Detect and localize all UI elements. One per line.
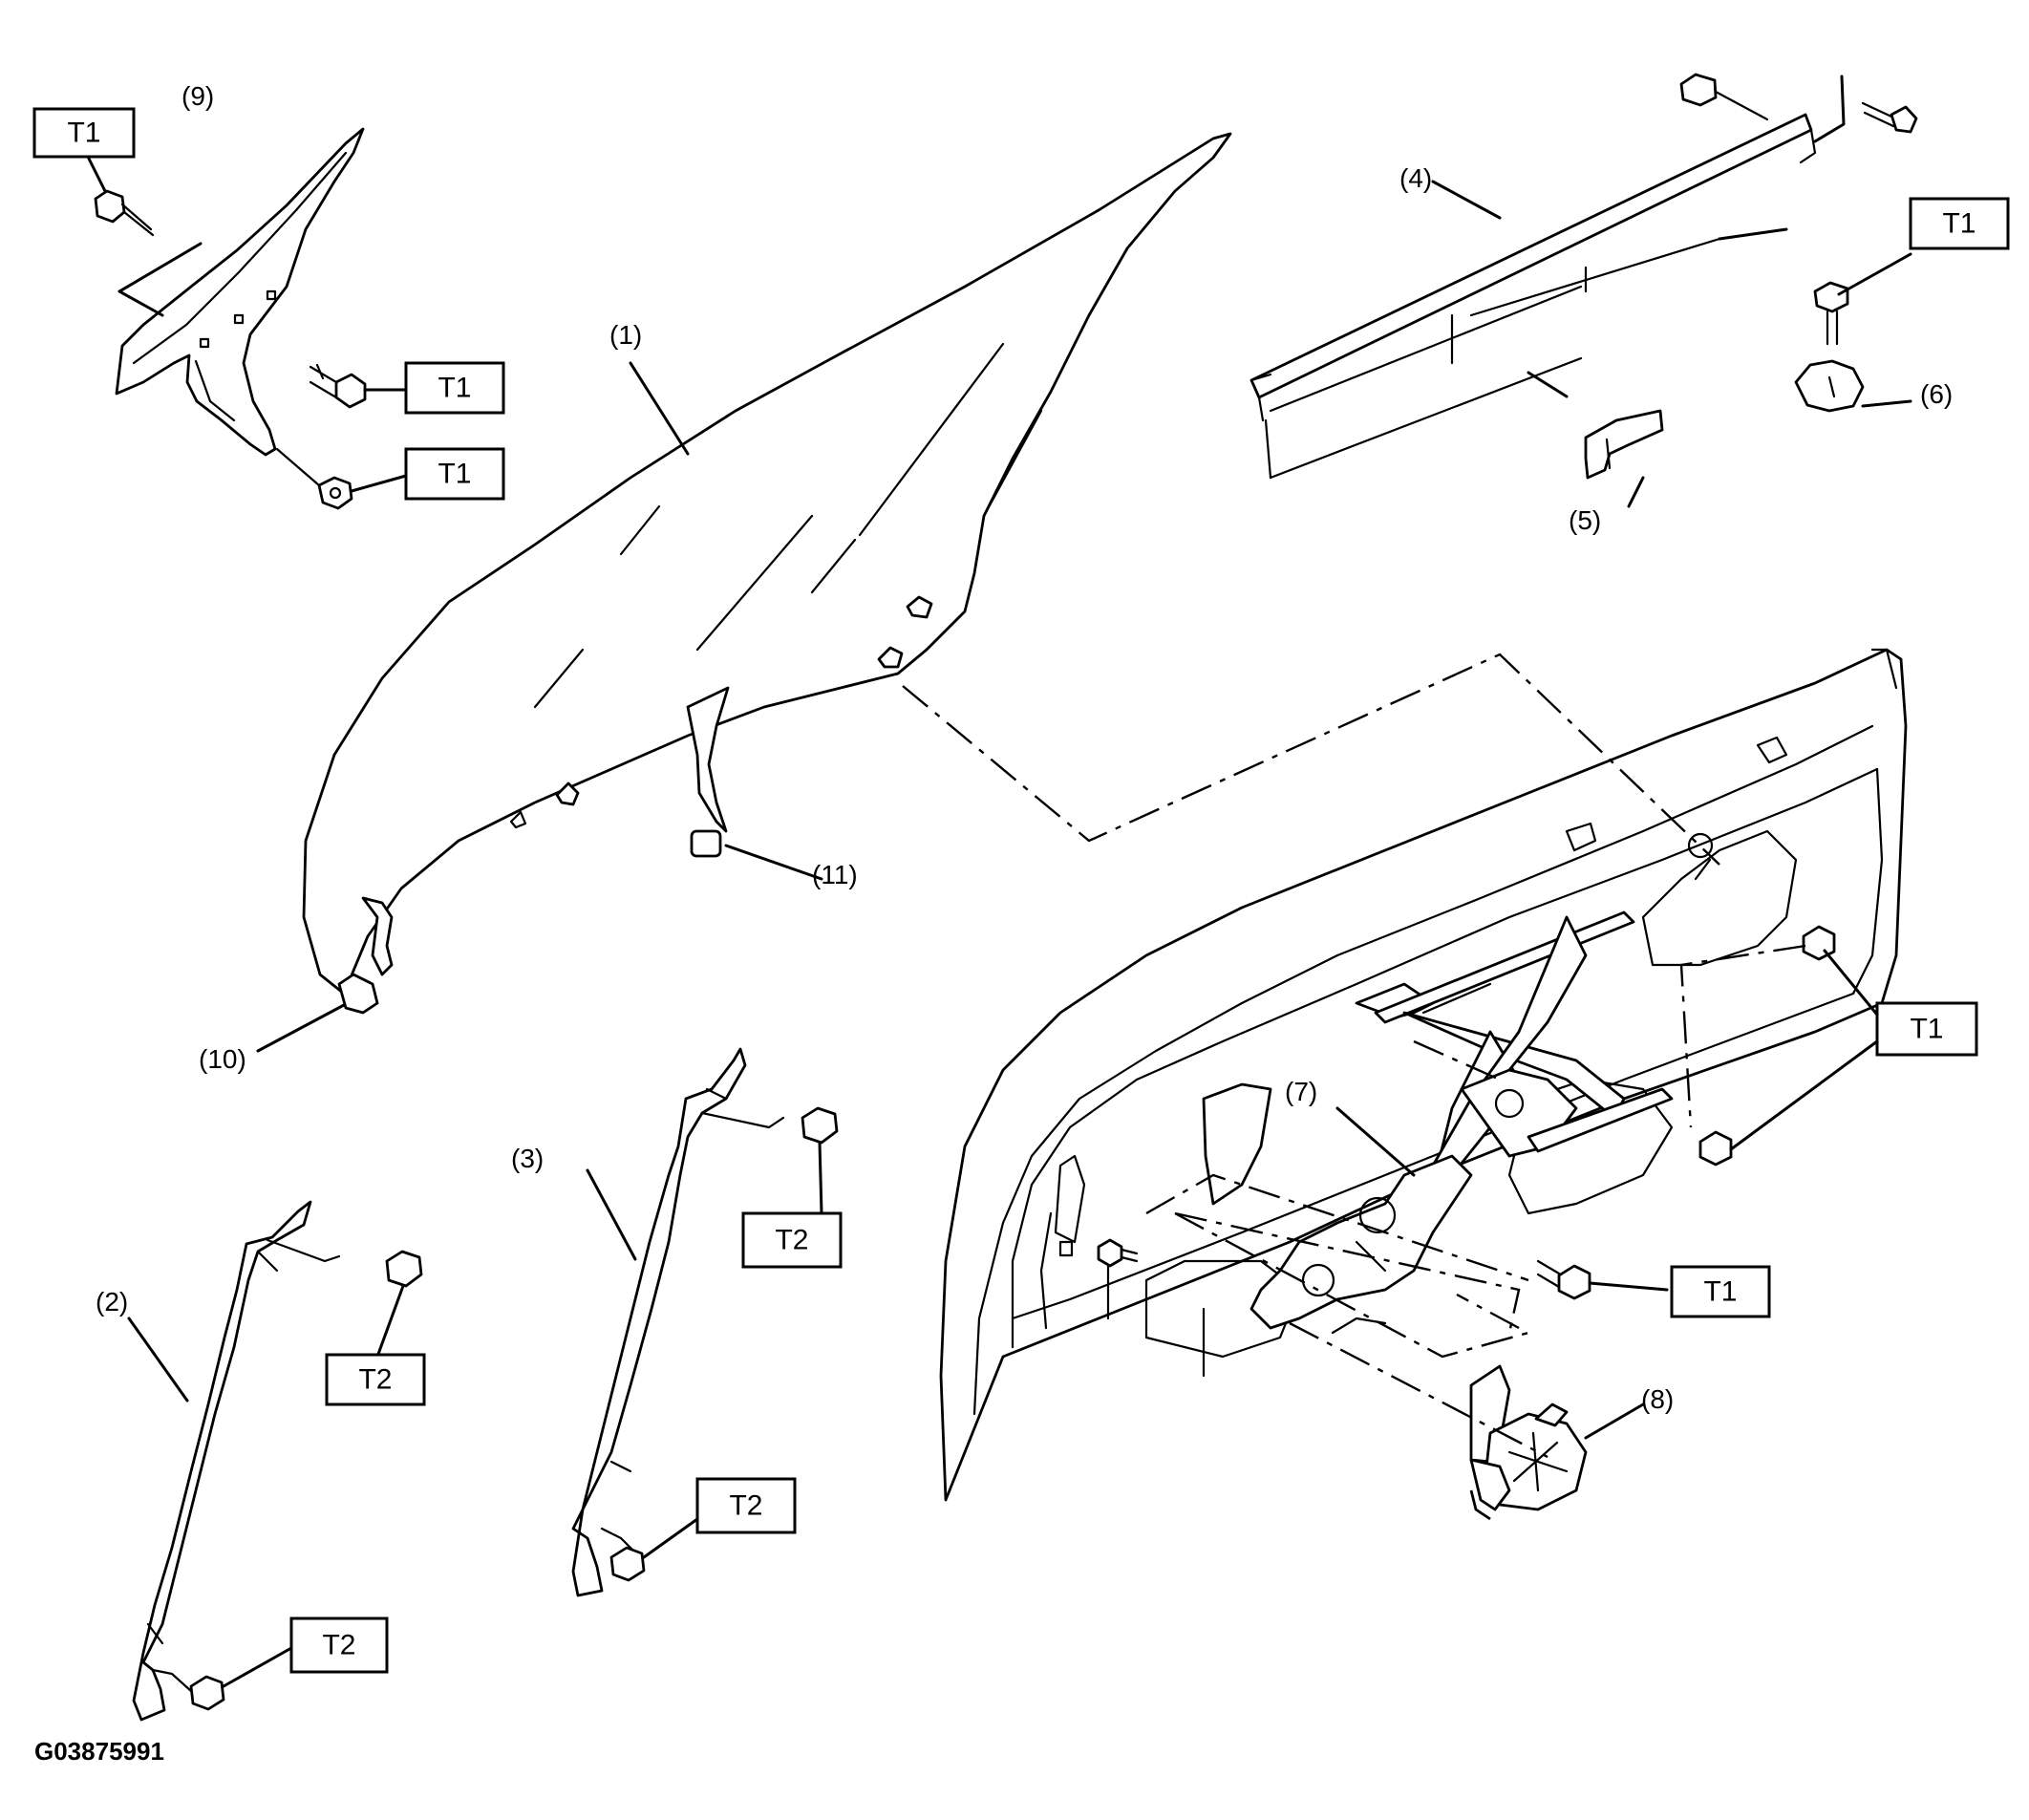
part-10-glass-clip xyxy=(256,896,394,1053)
assembly-lines xyxy=(902,653,1806,1459)
torque-box-t2-d: T2 xyxy=(289,1617,389,1674)
bolt-9b xyxy=(309,363,367,409)
label-11: (11) xyxy=(812,860,858,889)
label-8: (8) xyxy=(1641,1384,1674,1414)
svg-text:T2: T2 xyxy=(358,1364,392,1396)
part-1-door-glass xyxy=(302,132,1232,996)
door-inner-panel xyxy=(939,648,1908,1502)
rail2-nuts xyxy=(189,1250,423,1711)
label-9: (9) xyxy=(182,81,214,111)
torque-box-t2-a: T2 xyxy=(741,1211,843,1269)
torque-box-t1-b: T1 xyxy=(404,361,505,415)
part-9-rear-sash xyxy=(115,127,365,457)
screw-4b xyxy=(1861,101,1918,134)
label-5: (5) xyxy=(1569,505,1601,535)
torque-box-t2-c: T2 xyxy=(325,1353,426,1406)
torque-box-t1-e: T1 xyxy=(1875,1001,1978,1057)
torque-box-t1-c: T1 xyxy=(404,447,505,501)
label-2: (2) xyxy=(96,1287,128,1317)
svg-text:T1: T1 xyxy=(438,373,471,404)
torque-box-t2-b: T2 xyxy=(695,1477,797,1534)
label-4: (4) xyxy=(1399,163,1432,193)
part-5-clip xyxy=(1527,371,1664,508)
part-2-front-rail xyxy=(127,1200,341,1722)
svg-text:T1: T1 xyxy=(1910,1014,1943,1045)
part-4-weatherstrip xyxy=(1249,75,1846,480)
part-11-glass-bracket xyxy=(686,686,823,881)
nut-9c xyxy=(275,447,353,510)
torque-box-t1-d: T1 xyxy=(1909,197,2010,250)
svg-text:T2: T2 xyxy=(729,1490,762,1522)
figure-code: G03875991 xyxy=(34,1737,164,1766)
bolt-9a xyxy=(94,189,155,237)
svg-text:T1: T1 xyxy=(1942,208,1976,240)
svg-text:T1: T1 xyxy=(438,459,471,490)
svg-text:T1: T1 xyxy=(1703,1276,1737,1308)
label-10: (10) xyxy=(199,1044,246,1074)
clip-4a xyxy=(1679,73,1769,121)
svg-text:T2: T2 xyxy=(775,1225,808,1256)
rail3-nuts xyxy=(609,1106,839,1582)
torque-box-t1-a: T1 xyxy=(32,107,136,159)
label-3: (3) xyxy=(511,1144,544,1173)
torque-box-t1-f: T1 xyxy=(1670,1265,1771,1318)
part-8-regulator-motor xyxy=(1469,1364,1645,1521)
svg-text:T2: T2 xyxy=(322,1630,355,1661)
svg-text:T1: T1 xyxy=(67,118,100,149)
part-7-window-regulator xyxy=(1249,832,1714,1330)
glass-holes xyxy=(509,595,933,829)
label-7: (7) xyxy=(1285,1077,1317,1106)
label-6: (6) xyxy=(1920,379,1953,409)
torque-leaders xyxy=(84,151,1912,1292)
leader-1 xyxy=(629,361,690,456)
label-1: (1) xyxy=(609,320,642,350)
part-6-bolt-clip xyxy=(1794,281,1912,413)
